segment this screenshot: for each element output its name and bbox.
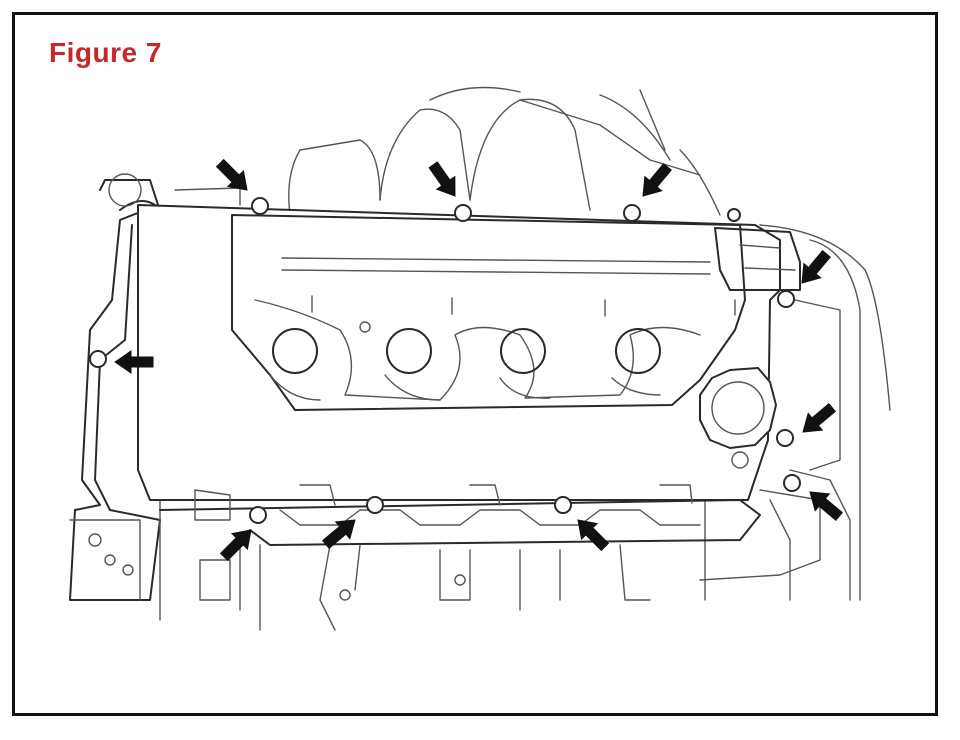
arrow-icon xyxy=(795,398,840,441)
bolt-1 xyxy=(251,197,269,215)
arrow-icon xyxy=(215,521,260,566)
bolt-10 xyxy=(554,496,572,514)
oil-filler-cap xyxy=(699,367,777,469)
arrow-icon xyxy=(318,511,363,554)
intake-manifold-lines xyxy=(288,86,891,601)
arrow-icon xyxy=(423,158,465,203)
timing-cover xyxy=(69,173,241,621)
bolt-8 xyxy=(249,506,267,524)
bolt-5 xyxy=(89,350,107,368)
arrow-icon xyxy=(802,483,847,526)
lower-block xyxy=(159,484,761,631)
bolt-2 xyxy=(454,204,472,222)
bolt-9 xyxy=(366,496,384,514)
figure-title: Figure 7 xyxy=(49,37,162,68)
bolts xyxy=(89,197,801,524)
bolt-7 xyxy=(783,474,801,492)
bolt-6 xyxy=(776,429,794,447)
bolt-11 xyxy=(727,208,741,222)
bolt-4 xyxy=(777,290,795,308)
arrow-icon xyxy=(211,154,256,199)
right-bracket xyxy=(699,227,851,601)
bolt-3 xyxy=(623,204,641,222)
valve-cover xyxy=(137,204,781,501)
arrow-icon xyxy=(569,511,614,556)
